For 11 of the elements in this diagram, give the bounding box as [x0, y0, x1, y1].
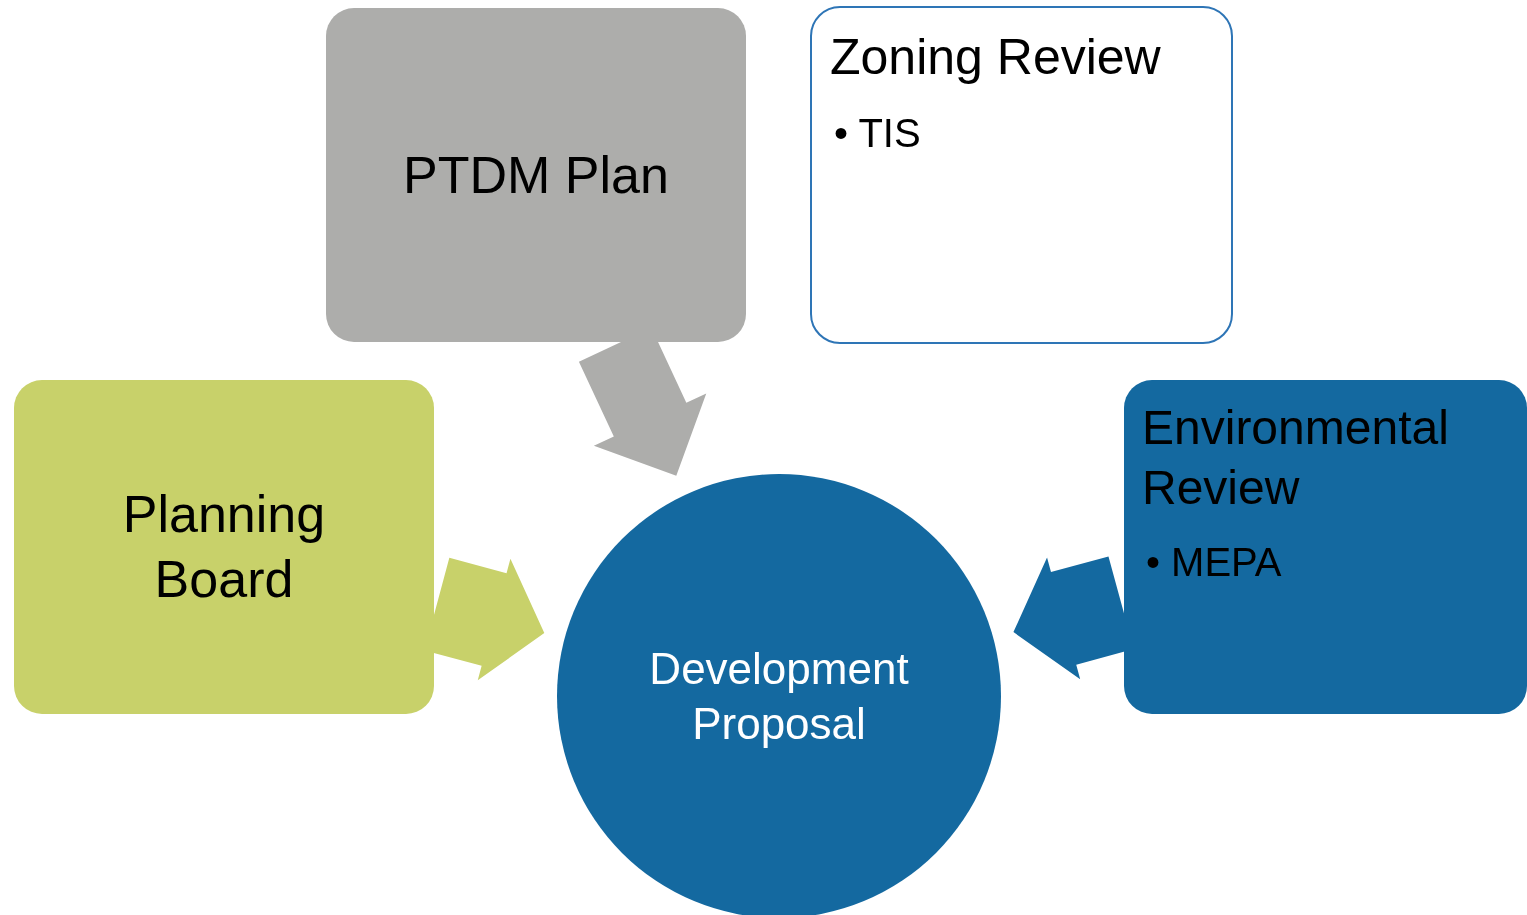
process-box: [1124, 380, 1527, 714]
node-title: PTDM Plan: [403, 144, 669, 206]
node-title: Planning Board: [121, 484, 327, 610]
node-title: Zoning Review: [830, 28, 1161, 87]
process-box: [326, 8, 746, 342]
bullet-item: • MEPA: [1146, 540, 1282, 585]
process-box: [14, 380, 434, 714]
process-box: [810, 6, 1233, 344]
node-title: Environmental Review: [1142, 400, 1450, 516]
bullet-item: • TIS: [834, 110, 921, 156]
node-title: Development Proposal: [648, 643, 910, 750]
